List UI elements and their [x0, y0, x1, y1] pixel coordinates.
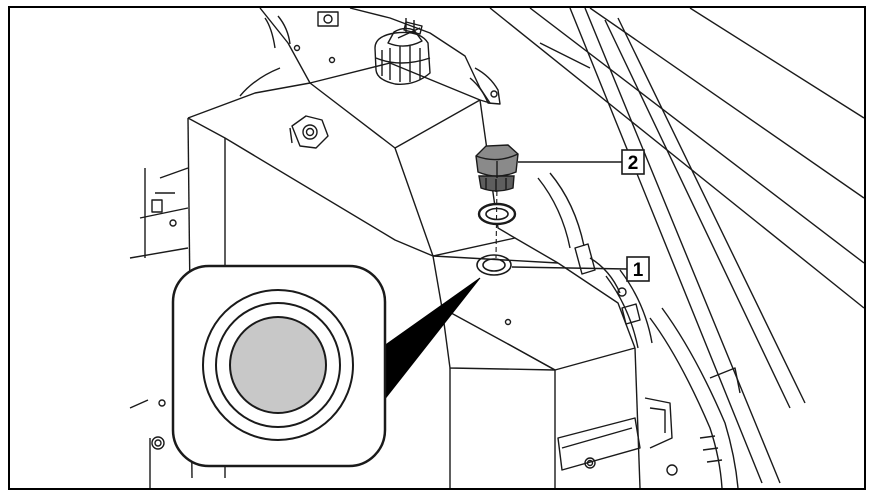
filler-cap — [374, 18, 501, 105]
lower-block — [432, 255, 678, 488]
magnified-inset — [171, 264, 481, 468]
callout-2-label: 2 — [628, 153, 639, 174]
frame-rails — [489, 8, 864, 484]
callout-1-box — [626, 256, 650, 282]
side-fitting — [289, 115, 329, 149]
plug — [475, 144, 519, 192]
top-left-details — [239, 11, 339, 97]
inset-pointer — [383, 277, 481, 402]
callout-1-leader — [511, 266, 628, 270]
alignment-axis — [495, 182, 498, 259]
hoses — [537, 172, 741, 488]
fill-hole — [476, 254, 512, 276]
technical-illustration: 1 2 — [129, 8, 864, 488]
callout-1: 1 — [511, 256, 650, 282]
callout-2-box — [621, 149, 645, 175]
callout-1-label: 1 — [633, 260, 644, 281]
left-structure — [129, 399, 166, 488]
inset-hole-surface — [229, 316, 327, 414]
callout-2: 2 — [518, 149, 645, 175]
sealing-ring — [477, 202, 517, 226]
illustration-frame: 1 2 — [8, 6, 866, 490]
